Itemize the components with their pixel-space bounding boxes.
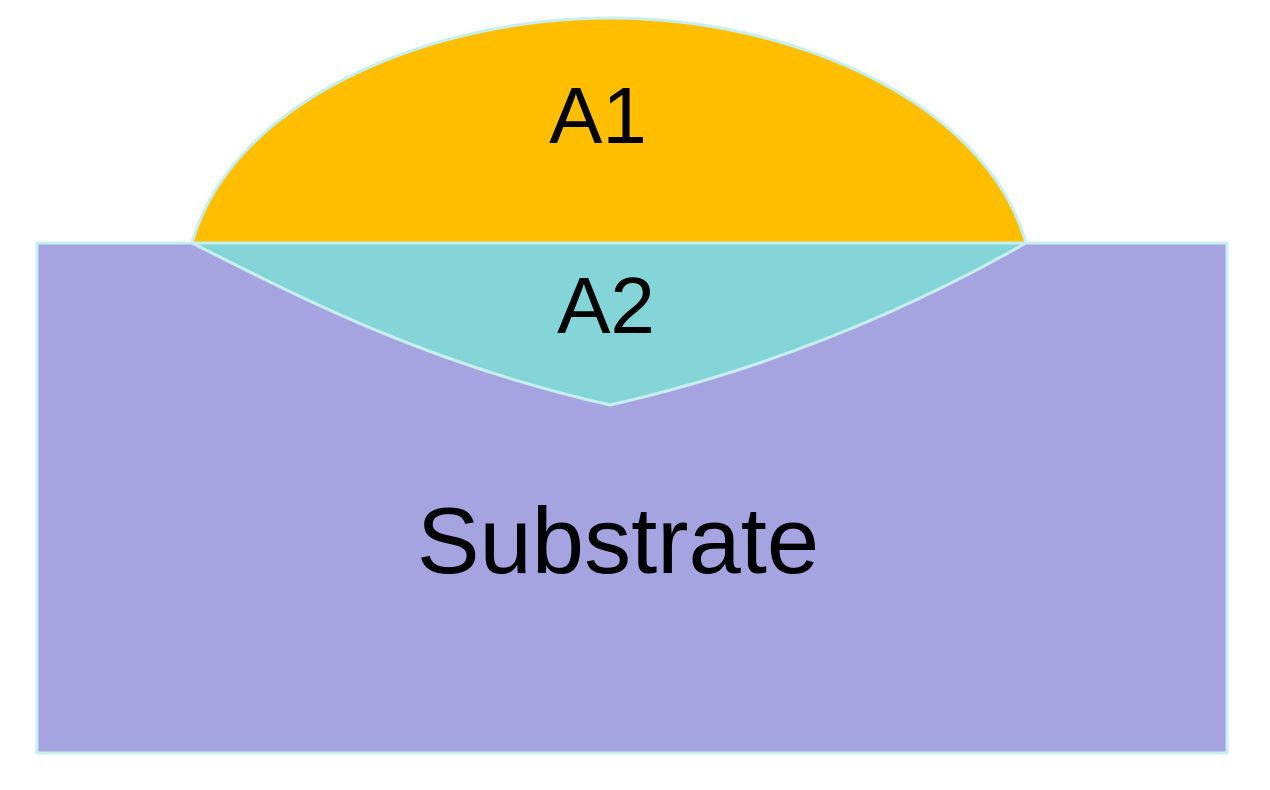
penetration-region-a2 xyxy=(191,241,1032,407)
penetration-label: A2 xyxy=(557,261,655,350)
substrate-label: Substrate xyxy=(417,488,819,593)
bead-region-a1 xyxy=(190,16,1028,245)
bead-label: A1 xyxy=(549,71,647,160)
